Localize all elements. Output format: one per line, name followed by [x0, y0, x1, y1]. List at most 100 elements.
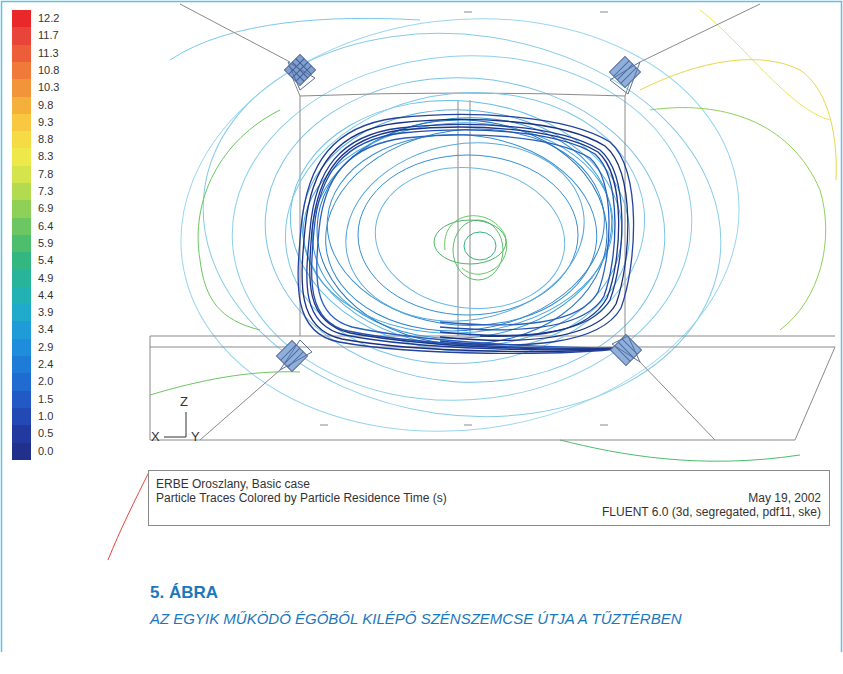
colorbar-value: 10.8 — [38, 64, 59, 77]
outer-particle-traces-part — [560, 440, 800, 461]
colorbar-swatch — [12, 339, 31, 357]
colorbar-swatch — [12, 304, 31, 322]
colorbar-swatch — [12, 27, 31, 45]
colorbar-swatch — [12, 321, 31, 339]
furnace-geometry-part — [640, 4, 760, 62]
colorbar-value: 0.5 — [38, 427, 53, 440]
swirl-particle-traces — [272, 75, 658, 381]
colorbar-value: 9.3 — [38, 116, 53, 129]
info-text: May 19, 2002 — [748, 491, 821, 505]
colorbar-swatch — [12, 270, 31, 288]
burner-symbols-part — [610, 334, 641, 365]
colorbar-value: 2.0 — [38, 375, 53, 388]
outer-particle-traces-part — [150, 372, 300, 395]
furnace-geometry-part — [180, 4, 290, 62]
colorbar-value: 6.9 — [38, 202, 53, 215]
colorbar-swatch — [12, 252, 31, 270]
burner-symbols-part — [612, 336, 640, 362]
colorbar-swatch — [12, 373, 31, 391]
furnace-geometry-part — [464, 425, 472, 426]
colorbar-swatch — [12, 62, 31, 80]
swirl-particle-traces-part — [278, 84, 642, 368]
axis-label: X — [151, 430, 160, 444]
burner-symbols-part — [610, 334, 641, 365]
figure-number: 5. ÁBRA — [150, 583, 218, 603]
colorbar-value: 8.3 — [38, 150, 53, 163]
furnace-geometry-part — [600, 12, 608, 13]
colorbar-value: 5.9 — [38, 237, 53, 250]
colorbar-value: 11.3 — [38, 47, 59, 60]
main-particle-bundle-part — [302, 120, 628, 352]
colorbar-value: 2.9 — [38, 341, 53, 354]
furnace-geometry-part — [625, 96, 626, 336]
colorbar-swatch — [12, 183, 31, 201]
colorbar-value: 3.9 — [38, 306, 53, 319]
colorbar-value: 2.4 — [38, 358, 53, 371]
burner-symbols — [276, 54, 641, 371]
furnace-geometry-part — [300, 93, 625, 96]
figure-frame-part — [2, 2, 842, 653]
main-particle-bundle — [298, 115, 633, 354]
furnace-geometry-part — [150, 336, 151, 440]
outer-particle-traces-part — [255, 64, 675, 395]
axis-triad-part — [164, 437, 186, 438]
swirl-particle-traces-part — [303, 105, 621, 350]
colorbar-value: 7.3 — [38, 185, 53, 198]
colorbar-value: 10.3 — [38, 81, 59, 94]
axis-label: Z — [180, 395, 188, 409]
colorbar-value: 3.4 — [38, 323, 53, 336]
colorbar-swatch — [12, 356, 31, 374]
colorbar-value: 12.2 — [38, 12, 59, 25]
outer-particle-traces — [108, 0, 836, 560]
swirl-particle-traces-part — [296, 102, 628, 354]
colorbar-swatch — [12, 131, 31, 149]
swirl-particle-traces-part — [272, 75, 658, 381]
info-text: Particle Traces Colored by Particle Resi… — [156, 491, 447, 505]
colorbar-value: 8.8 — [38, 133, 53, 146]
outer-particle-traces-part — [157, 0, 763, 463]
burner-symbols-part — [280, 340, 312, 370]
main-particle-bundle-part — [312, 130, 625, 349]
colorbar-swatch — [12, 218, 31, 236]
outer-particle-traces-part — [108, 470, 150, 560]
outer-particle-traces-part — [640, 60, 836, 180]
colorbar-swatch — [12, 166, 31, 184]
axis-triad-part — [186, 412, 187, 437]
outer-particle-traces-part — [221, 40, 704, 415]
colorbar-swatch — [12, 235, 31, 253]
colorbar-swatch — [12, 200, 31, 218]
colorbar-swatch — [12, 97, 31, 115]
colorbar-value: 6.4 — [38, 220, 53, 233]
burner-symbols-part — [276, 340, 307, 371]
figure-caption: AZ EGYIK MŰKÖDŐ ÉGŐBŐL KILÉPŐ SZÉNSZEMCS… — [150, 610, 681, 628]
colorbar-value: 1.5 — [38, 393, 53, 406]
main-particle-bundle-part — [307, 124, 625, 349]
swirl-particle-traces-part — [319, 124, 605, 337]
colorbar-value: 7.8 — [38, 168, 53, 181]
info-text: ERBE Oroszlany, Basic case — [156, 477, 310, 491]
axis-label: Y — [191, 430, 200, 444]
burner-symbols-part — [276, 340, 307, 371]
colorbar-swatch — [12, 391, 31, 409]
furnace-geometry-part — [200, 370, 280, 440]
furnace-geometry-part — [150, 440, 795, 441]
main-particle-bundle-part — [298, 115, 633, 354]
main-particle-bundle-part — [317, 135, 625, 348]
furnace-geometry-part — [464, 12, 472, 13]
colorbar-value: 11.7 — [38, 29, 59, 42]
swirl-particle-traces-part — [367, 157, 573, 319]
swirl-particle-traces-part — [464, 232, 496, 260]
furnace-geometry — [150, 4, 835, 440]
colorbar-swatch — [12, 45, 31, 63]
furnace-geometry-part — [600, 425, 608, 426]
colorbar-swatch — [12, 287, 31, 305]
colorbar-value: 1.0 — [38, 410, 53, 423]
figure-frame — [2, 2, 842, 653]
outer-particle-traces-part — [700, 10, 830, 120]
burner-symbols-part — [288, 62, 315, 90]
furnace-geometry-part — [320, 425, 328, 426]
outer-particle-traces-part — [650, 108, 826, 330]
colorbar-value: 4.9 — [38, 272, 53, 285]
